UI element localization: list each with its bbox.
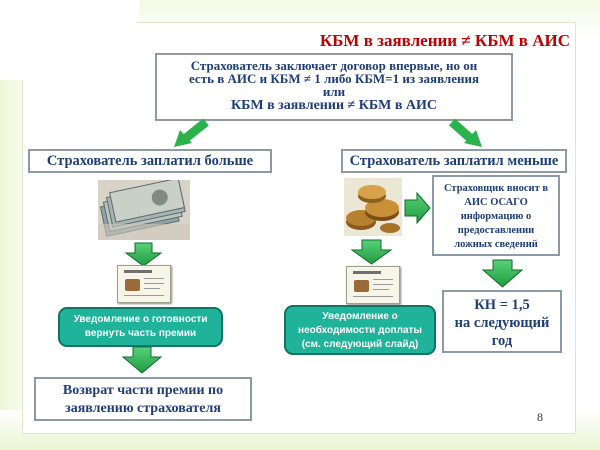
arrow-down-photo-to-doc-right xyxy=(350,239,393,265)
notice-document-icon xyxy=(346,266,400,304)
notice-line: Уведомление о xyxy=(322,311,398,322)
arrow-down-to-kn xyxy=(481,259,524,288)
result-line: заявлению страхователя xyxy=(65,401,221,416)
insurer-action-box: Страховщик вносит в АИС ОСАГО информацию… xyxy=(432,175,560,256)
arrow-right-to-insurer xyxy=(404,191,431,225)
arrow-down-left xyxy=(174,118,209,147)
result-line: Возврат части премии по xyxy=(62,383,224,398)
banknotes-image xyxy=(98,180,190,240)
kn-line: КН = 1,5 xyxy=(474,297,530,313)
refund-result-box: Возврат части премии по заявлению страхо… xyxy=(34,377,252,421)
insurer-line: Страховщик вносит в xyxy=(443,183,549,194)
condition-line: КБМ в заявлении ≠ КБМ в АИС xyxy=(230,98,437,113)
notice-line: необходимости доплаты xyxy=(298,325,422,336)
page-number: 8 xyxy=(537,410,543,424)
notice-document-icon xyxy=(117,265,171,303)
arrow-down-notice-to-result-left xyxy=(121,346,163,374)
slide-title: КБМ в заявлении ≠ КБМ в АИС xyxy=(319,31,570,50)
insurer-line: предоставлении xyxy=(457,225,535,236)
condition-or: или xyxy=(322,84,346,99)
arrow-down-photo-to-doc-left xyxy=(124,242,163,267)
notice-additional-payment: Уведомление о необходимости доплаты (см.… xyxy=(284,305,436,355)
insurer-line: АИС ОСАГО xyxy=(464,197,528,208)
kn-coefficient-box: КН = 1,5 на следующий год xyxy=(442,290,562,353)
condition-box: Страхователь заключает договор впервые, … xyxy=(155,53,513,121)
heading-paid-less: Страхователь заплатил меньше xyxy=(341,149,567,173)
arrow-down-right xyxy=(449,118,482,147)
notice-line: вернуть часть премии xyxy=(84,328,197,339)
insurer-line: информацию о xyxy=(460,211,532,222)
insurer-line: ложных сведений xyxy=(454,239,538,250)
kn-line: год xyxy=(491,333,513,349)
notice-refund-ready: Уведомление о готовности вернуть часть п… xyxy=(58,307,223,347)
condition-line: Страхователь заключает договор впервые, … xyxy=(190,58,478,73)
condition-line: есть в АИС и КБМ ≠ 1 либо КБМ=1 из заявл… xyxy=(189,71,479,86)
heading-paid-more: Страхователь заплатил больше xyxy=(28,149,272,173)
coins-image xyxy=(344,178,402,236)
kn-line: на следующий xyxy=(454,315,550,331)
notice-line: Уведомление о готовности xyxy=(73,314,208,325)
notice-line: (см. следующий слайд) xyxy=(301,339,419,350)
